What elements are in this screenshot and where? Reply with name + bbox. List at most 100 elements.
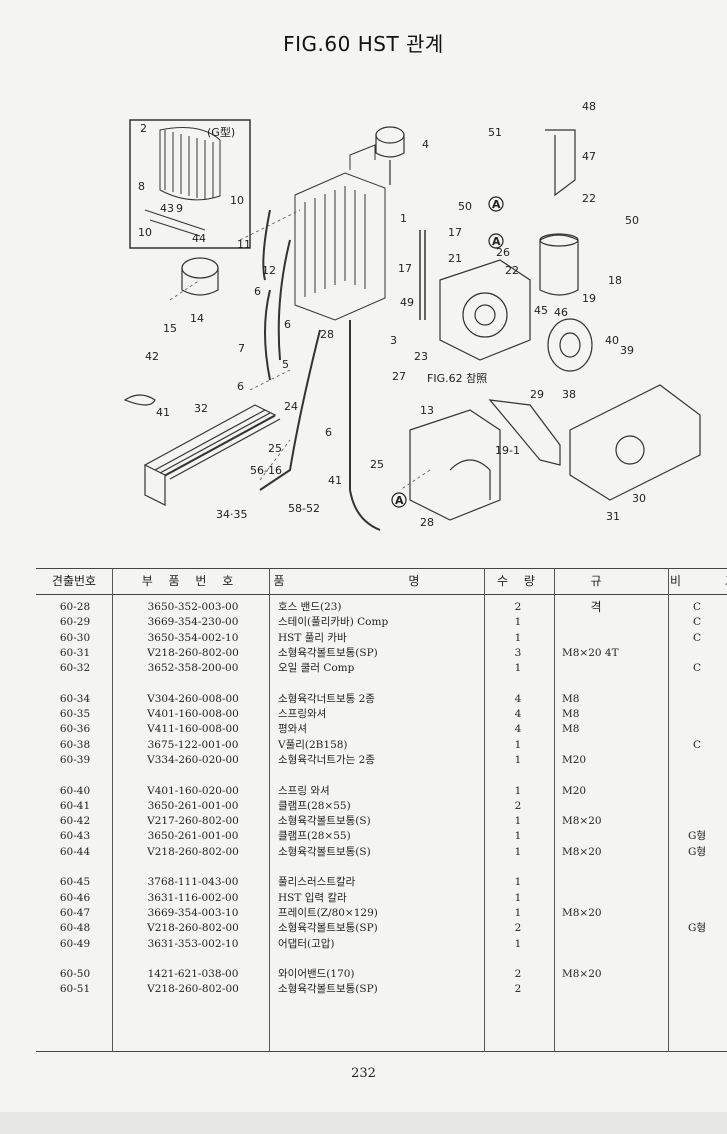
cell-name: 스프링와셔 [278,708,327,721]
callout: 42 [145,350,159,363]
cell-qty: 1 [514,753,522,766]
callout: 56-16 [250,464,282,477]
cell-spec: M8 [562,692,580,705]
cell-part: 3669-354-230-00 [147,616,239,629]
cell-qty: 1 [514,891,522,904]
callout: 23 [414,350,428,363]
cell-part: 3675-122-001-00 [147,738,239,751]
cell-part: 3768-111-043-00 [147,876,239,889]
callout: 50 [625,214,639,227]
callout: 22 [505,264,519,277]
cell-name: 스프링 와셔 [278,784,330,797]
header-note: 비 고 [670,574,727,588]
scan-edge [0,1112,727,1134]
callout: 19 [582,292,596,305]
callout: 19-1 [495,444,520,457]
cell-ref: 60-40 [59,784,91,797]
cell-spec: M8×20 [562,815,602,828]
callout: 17 [398,262,412,275]
cell-part: V218-260-802-00 [147,922,239,935]
cell-name: 프레이트(Z/80×129) [278,906,378,919]
callout: 17 [448,226,462,239]
cell-note: G형 [687,845,707,858]
cell-qty: 1 [514,662,522,675]
cell-note: C [692,601,702,613]
cell-ref: 60-32 [59,662,91,675]
cell-part: V401-160-020-00 [147,784,239,797]
cell-spec: M8 [562,723,580,736]
marker-a-3: A [395,494,404,507]
callout: 47 [582,150,596,163]
callout: 2 [140,122,147,135]
cell-part: V304-260-008-00 [147,692,239,705]
cell-name: 평와셔 [278,723,307,736]
cell-name: 클램프(28×55) [278,799,351,812]
cell-name: 소형육각너트가는 2종 [278,753,375,766]
cell-spec: M20 [562,784,587,797]
callout: 29 [530,388,544,401]
cell-qty: 4 [514,708,522,721]
callout: 34·35 [216,508,248,521]
callout: 44 [192,232,206,245]
cell-note: G형 [687,830,707,843]
callout: 46 [554,306,568,319]
cell-ref: 60-51 [59,983,91,996]
cell-note: G형 [687,922,707,935]
cell-part: 3650-352-003-00 [147,601,239,613]
marker-a-1: A [492,198,501,211]
cell-part: 3650-354-002-10 [147,631,239,644]
cell-part: 3652-358-200-00 [147,662,239,675]
header-ref: 견출번호 [51,574,97,588]
callout: 10 [230,194,244,207]
cell-spec: M8×20 4T [562,646,619,659]
cell-ref: 60-36 [59,723,91,736]
cell-qty: 1 [514,906,522,919]
callout: 27 [392,370,406,383]
callout: 5 [282,358,289,371]
cell-part: 3650-261-001-00 [147,830,239,843]
callout: 30 [632,492,646,505]
cell-name: 호스 밴드(23) [278,601,342,613]
cell-ref: 60-48 [59,922,91,935]
cell-name: HST 풀리 카바 [278,631,347,644]
parts-exploded-diagram: A A A 48 51 47 4 2 (G型) 8 43 9 10 10 44 … [123,100,701,531]
cell-part: 3631-116-002-00 [147,891,239,904]
callout: 10 [138,226,152,239]
callout: 6 [237,380,244,393]
cell-qty: 1 [514,845,522,858]
callout: 25 [268,442,282,455]
callout: 40 [605,334,619,347]
cell-name: 오일 쿨러 Comp [278,662,355,675]
callout: 24 [284,400,298,413]
cell-ref: 60-42 [59,815,91,828]
cell-name: 소형육각너트보통 2종 [278,692,375,705]
callout: 58-52 [288,502,320,515]
callout: 26 [496,246,510,259]
callout: 6 [325,426,332,439]
callout: 8 [138,180,145,193]
cell-qty: 1 [514,631,522,644]
header-part-number: 부 품 번 호 [141,574,240,588]
cell-spec: M8 [562,708,580,721]
cell-ref: 60-34 [59,692,91,705]
cell-ref: 60-46 [59,891,91,904]
cell-qty: 1 [514,937,522,950]
callout: 7 [238,342,245,355]
cell-qty: 2 [514,601,522,613]
callout: 14 [190,312,204,325]
cell-qty: 1 [514,876,522,889]
cell-qty: 2 [514,922,522,935]
cell-spec: M8×20 [562,906,602,919]
